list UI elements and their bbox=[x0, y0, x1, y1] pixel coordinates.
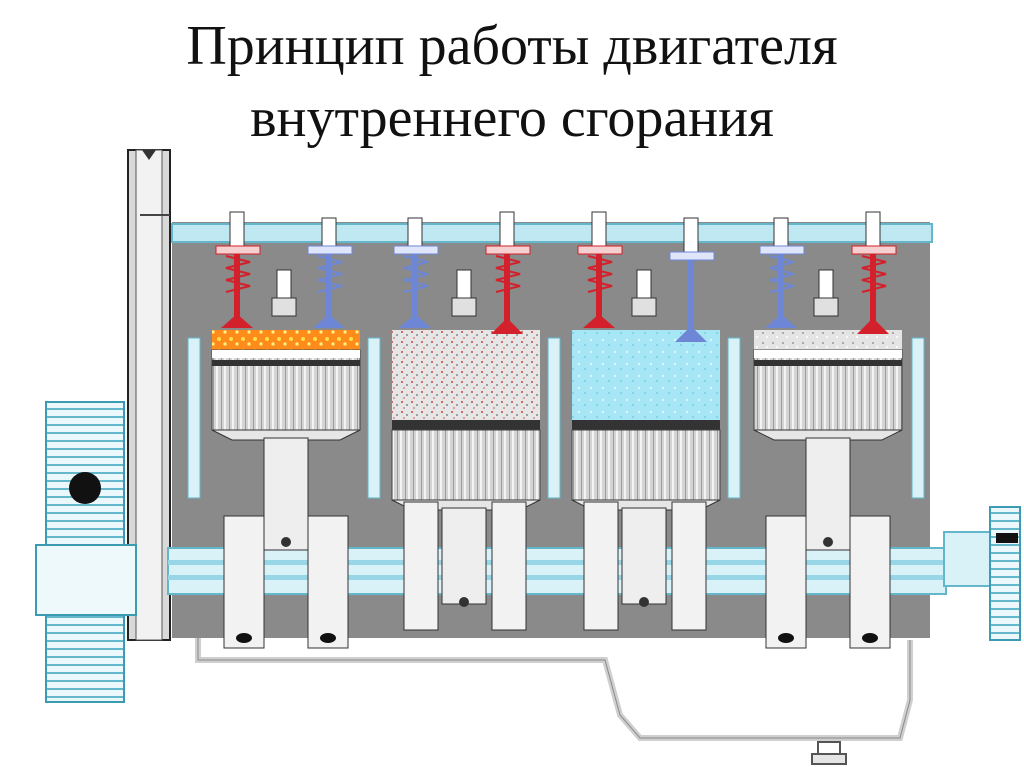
spark-plug-icon bbox=[631, 269, 657, 317]
title-line-1: Принцип работы двигателя bbox=[186, 15, 838, 77]
cylinder-walls bbox=[187, 337, 925, 499]
cylinder-3 bbox=[571, 330, 721, 607]
oil-line bbox=[195, 638, 913, 741]
valve-spring-icon bbox=[759, 217, 805, 328]
valve-spring-icon bbox=[851, 211, 897, 334]
cylinder-4 bbox=[753, 330, 903, 551]
flywheel-icon bbox=[35, 401, 137, 703]
cylinder-1 bbox=[211, 330, 361, 551]
valve-spring-icon bbox=[393, 217, 439, 328]
oil-filter-icon bbox=[811, 741, 847, 765]
valve-spring-icon bbox=[485, 211, 531, 334]
valve-train bbox=[215, 211, 897, 342]
cylinder-2 bbox=[391, 330, 541, 607]
engine-diagram bbox=[35, 149, 1021, 765]
spark-plug-icon bbox=[451, 269, 477, 317]
valve-spring-icon bbox=[577, 211, 623, 328]
valve-spring-icon bbox=[669, 217, 715, 342]
title-line-2: внутреннего сгорания bbox=[250, 87, 774, 149]
valve-spring-icon bbox=[215, 211, 261, 328]
diagram-title: Принцип работы двигателя внутреннего сго… bbox=[0, 10, 1024, 154]
pulley-icon bbox=[127, 149, 171, 641]
valve-spring-icon bbox=[307, 217, 353, 328]
crankshaft-icon bbox=[223, 501, 891, 649]
spark-plug-icon bbox=[271, 269, 297, 317]
spark-plug-icon bbox=[813, 269, 839, 317]
